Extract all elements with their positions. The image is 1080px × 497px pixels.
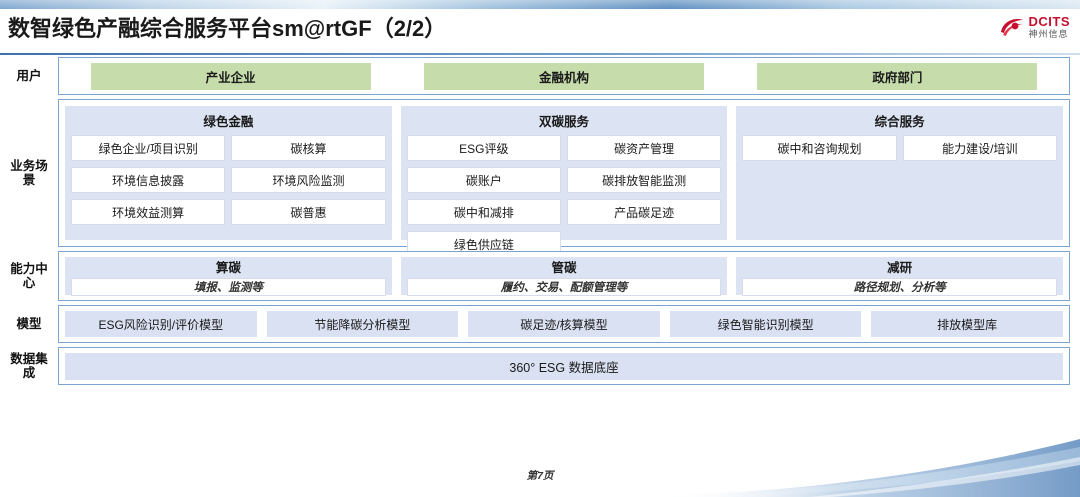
scenario-chip[interactable]: 碳中和减排 — [406, 199, 561, 225]
capability-title: 管碳 — [551, 261, 577, 275]
data-foundation-bar[interactable]: 360° ESG 数据底座 — [65, 352, 1063, 380]
row-label-capability-center: 能力中心 — [10, 261, 48, 290]
page-number: 第7页 — [526, 470, 554, 482]
panel-title-comprehensive-service: 综合服务 — [874, 115, 925, 129]
capability-subtitle[interactable]: 履约、交易、配额管理等 — [406, 278, 722, 297]
row-body-model: ESG风险识别/评价模型 节能降碳分析模型 碳足迹/核算模型 绿色智能识别模型 … — [58, 305, 1070, 343]
scenario-chip[interactable]: 碳中和咨询规划 — [742, 135, 897, 161]
user-chip-industry[interactable]: 产业企业 — [90, 62, 371, 90]
header-divider — [0, 53, 1080, 55]
scenario-chip[interactable]: 产品碳足迹 — [567, 199, 722, 225]
panel-dual-carbon-service: 双碳服务 ESG评级 碳资产管理 碳账户 碳排放智能监测 碳中和减排 产品碳足迹… — [400, 106, 728, 257]
scenario-chip[interactable]: 碳核算 — [231, 135, 386, 161]
row-capability-center: 能力中心 算碳 填报、监测等 管碳 履约、交易、配额管理等 减研 路径规划、分析… — [0, 251, 1080, 301]
chip-grid-comprehensive-service: 碳中和咨询规划 能力建设/培训 — [742, 135, 1057, 161]
scenario-chip[interactable]: 碳排放智能监测 — [567, 167, 722, 193]
capability-panel-carbon-management: 管碳 履约、交易、配额管理等 — [400, 257, 728, 297]
chip-grid-dual-carbon-service: ESG评级 碳资产管理 碳账户 碳排放智能监测 碳中和减排 产品碳足迹 绿色供应… — [406, 135, 722, 257]
row-label-business-scenario: 业务场景 — [10, 158, 48, 187]
scenario-chip[interactable]: 环境风险监测 — [231, 167, 386, 193]
scenario-chip[interactable]: 碳资产管理 — [567, 135, 722, 161]
row-label-user: 用户 — [16, 68, 42, 83]
scenario-chip[interactable]: 能力建设/培训 — [902, 135, 1057, 161]
model-chip[interactable]: 节能降碳分析模型 — [266, 311, 459, 337]
row-body-business-scenario: 绿色金融 绿色企业/项目识别 碳核算 环境信息披露 环境风险监测 环境效益测算 … — [58, 99, 1070, 257]
panel-green-finance: 绿色金融 绿色企业/项目识别 碳核算 环境信息披露 环境风险监测 环境效益测算 … — [65, 106, 392, 240]
user-chip-government[interactable]: 政府部门 — [757, 62, 1038, 90]
panel-comprehensive-service: 综合服务 碳中和咨询规划 能力建设/培训 — [736, 106, 1064, 240]
row-user: 用户 产业企业 金融机构 政府部门 — [0, 57, 1080, 95]
capability-title: 算碳 — [215, 261, 241, 275]
scenario-chip[interactable]: 环境效益测算 — [71, 199, 226, 225]
logo-text-block: DCITS 神州信息 — [1029, 15, 1071, 39]
dcits-logo: DCITS 神州信息 — [999, 15, 1071, 39]
row-model: 模型 ESG风险识别/评价模型 节能降碳分析模型 碳足迹/核算模型 绿色智能识别… — [0, 305, 1080, 343]
model-chip[interactable]: 绿色智能识别模型 — [669, 311, 862, 337]
row-body-data-integration: 360° ESG 数据底座 — [58, 347, 1070, 385]
user-cell: 产业企业 — [64, 62, 397, 90]
row-label-data-integration: 数据集成 — [10, 351, 48, 380]
logo-text-en: DCITS — [1028, 14, 1070, 29]
row-business-scenario: 业务场景 绿色金融 绿色企业/项目识别 碳核算 环境信息披露 环境风险监测 环境… — [0, 99, 1080, 257]
architecture-diagram: 用户 产业企业 金融机构 政府部门 业务场景 — [0, 57, 1080, 389]
model-chip[interactable]: 排放模型库 — [871, 311, 1063, 337]
row-body-user: 产业企业 金融机构 政府部门 — [58, 57, 1070, 95]
capability-subtitle[interactable]: 填报、监测等 — [71, 278, 386, 297]
panel-title-green-finance: 绿色金融 — [203, 115, 254, 129]
user-chip-financial[interactable]: 金融机构 — [424, 62, 704, 90]
page-title: 数智绿色产融综合服务平台sm@rtGF（2/2） — [8, 16, 447, 41]
scenario-chip[interactable]: 环境信息披露 — [71, 167, 226, 193]
scenario-chip[interactable]: ESG评级 — [406, 135, 561, 161]
scenario-chip[interactable]: 碳普惠 — [231, 199, 386, 225]
row-body-capability-center: 算碳 填报、监测等 管碳 履约、交易、配额管理等 减研 路径规划、分析等 — [58, 251, 1070, 301]
logo-text-cn: 神州信息 — [1028, 29, 1069, 39]
user-cell: 政府部门 — [731, 62, 1064, 90]
slide-header: 数智绿色产融综合服务平台sm@rtGF（2/2） DCITS 神州信息 — [0, 9, 1080, 55]
capability-panel-carbon-accounting: 算碳 填报、监测等 — [65, 257, 392, 297]
row-data-integration: 数据集成 360° ESG 数据底座 — [0, 347, 1080, 385]
model-chip[interactable]: ESG风险识别/评价模型 — [65, 311, 257, 337]
top-decoration-highlight — [0, 0, 1080, 9]
user-cell: 金融机构 — [397, 62, 730, 90]
panel-title-dual-carbon-service: 双碳服务 — [539, 115, 590, 129]
chip-grid-green-finance: 绿色企业/项目识别 碳核算 环境信息披露 环境风险监测 环境效益测算 碳普惠 — [71, 135, 386, 225]
capability-subtitle[interactable]: 路径规划、分析等 — [742, 278, 1058, 297]
user-chip-grid: 产业企业 金融机构 政府部门 — [64, 62, 1064, 90]
scenario-chip[interactable]: 绿色企业/项目识别 — [71, 135, 226, 161]
capability-panel-reduction-research: 减研 路径规划、分析等 — [736, 257, 1064, 297]
row-label-model: 模型 — [16, 316, 42, 331]
capability-title: 减研 — [887, 261, 913, 275]
scenario-chip[interactable]: 碳账户 — [406, 167, 561, 193]
top-decoration-band — [0, 0, 1080, 9]
bottom-right-swoosh-decoration — [660, 437, 1080, 497]
dcits-swoosh-icon — [999, 17, 1025, 37]
model-chip[interactable]: 碳足迹/核算模型 — [468, 311, 660, 337]
